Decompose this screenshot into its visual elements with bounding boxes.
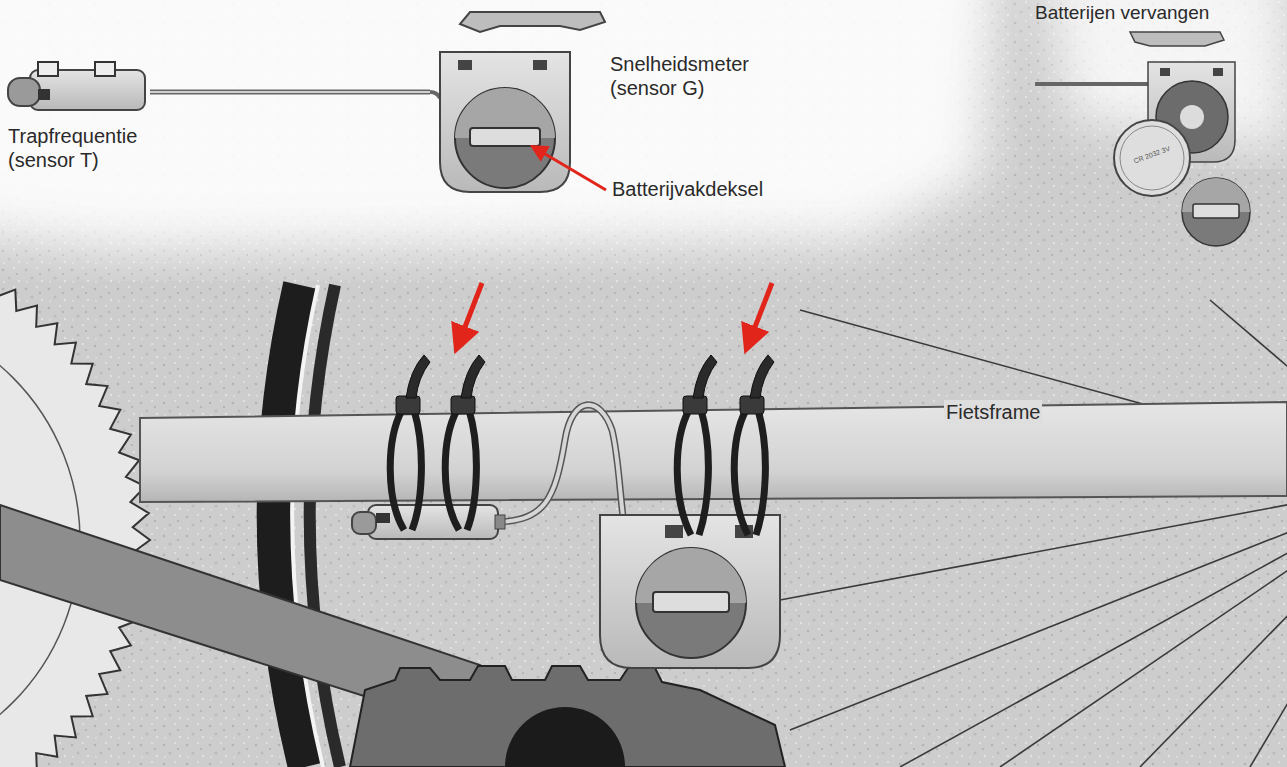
zip-tie xyxy=(445,410,476,530)
sensor-label: Trapfrequentie (sensor T) xyxy=(8,124,168,172)
light-area xyxy=(0,0,1000,250)
zip-tie xyxy=(677,410,708,535)
zip-tie-head xyxy=(683,396,707,414)
cadence-sensor xyxy=(8,62,430,110)
tire xyxy=(274,285,340,767)
zip-tie-tail xyxy=(406,355,430,398)
chainring xyxy=(0,240,150,767)
zip-tie-tail xyxy=(461,355,485,398)
zip-tie-head xyxy=(740,396,764,414)
battery-replacement xyxy=(1035,32,1250,246)
speed-sensor-mounted xyxy=(600,515,780,668)
heading-label: Batterijen vervangen xyxy=(1035,1,1209,24)
zip-tie xyxy=(390,410,421,530)
zip-tie-head xyxy=(396,396,420,414)
red-arrow xyxy=(748,283,772,345)
spoke xyxy=(1250,480,1287,767)
part-label: Fietsframe xyxy=(944,400,1042,424)
spoke xyxy=(1140,480,1287,767)
zip-tie xyxy=(734,410,765,535)
spoke xyxy=(1000,480,1287,767)
cadence-sensor-mounted xyxy=(352,405,632,545)
sensor-label: Snelheidsmeter (sensor G) xyxy=(610,52,780,100)
bike-frame-tube xyxy=(140,402,1287,502)
spoke xyxy=(900,480,1287,767)
zip-ties xyxy=(390,355,774,535)
zip-tie-tail xyxy=(750,355,774,398)
speed-sensor xyxy=(430,12,605,192)
zip-tie-tail xyxy=(693,355,717,398)
part-label: Batterijvakdeksel xyxy=(612,177,763,201)
spoke xyxy=(790,480,1287,730)
leader-arrow xyxy=(535,148,606,190)
pedal xyxy=(350,666,785,767)
red-arrow xyxy=(458,283,482,345)
wheel-spokes xyxy=(780,300,1287,767)
zip-tie-head xyxy=(451,396,475,414)
